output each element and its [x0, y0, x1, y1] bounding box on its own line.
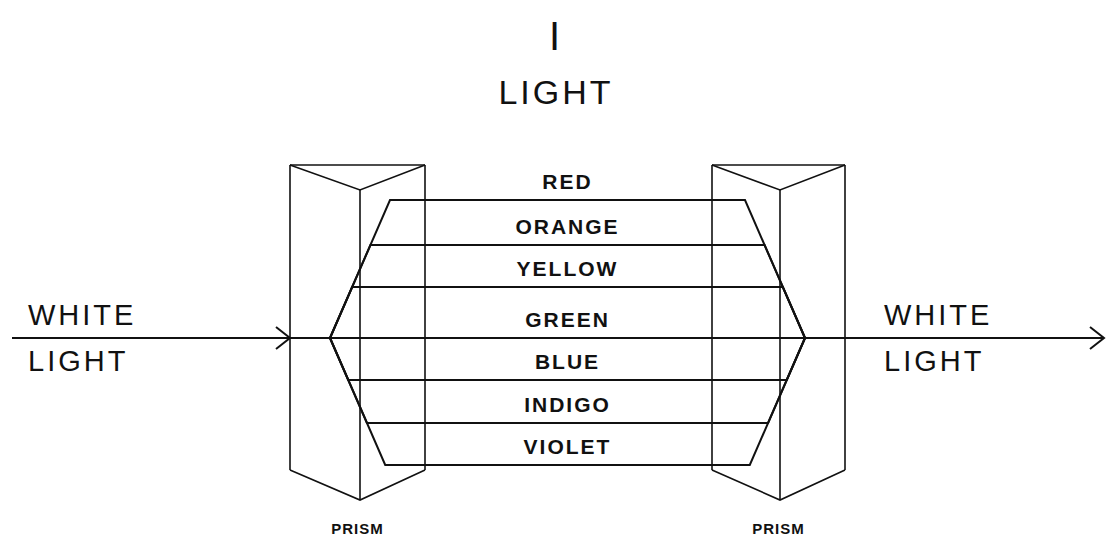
prism-edge: [779, 190, 781, 500]
colour-label: ORANGE: [511, 215, 623, 239]
light-ray: [330, 245, 805, 338]
light-ray: [330, 338, 805, 465]
light-ray: [330, 337, 805, 339]
prism-edge: [289, 165, 291, 470]
prism-edge: [424, 165, 426, 470]
outgoing-white-ray: [805, 337, 1104, 339]
light-ray: [330, 287, 805, 338]
colour-label: YELLOW: [513, 257, 623, 281]
prism-edge: [359, 190, 361, 500]
prism: PRISM: [712, 165, 845, 500]
light-ray: [330, 338, 805, 380]
colour-label: GREEN: [521, 308, 614, 332]
white-light-label: WHITE LIGHT: [28, 292, 136, 384]
colour-label: BLUE: [531, 350, 604, 374]
prism-edge: [712, 470, 845, 500]
prism-edge: [844, 165, 846, 470]
prism-edge: [712, 165, 845, 190]
prism-edge: [290, 470, 425, 500]
light-ray: [330, 200, 805, 338]
prism-label: PRISM: [752, 520, 805, 537]
prism-edge: [711, 165, 713, 470]
prism-edge: [290, 165, 425, 190]
prism-label: PRISM: [331, 520, 384, 537]
colour-label: VIOLET: [520, 435, 616, 459]
colour-label: RED: [538, 170, 596, 194]
incoming-white-ray: [12, 337, 330, 339]
light-ray: [330, 338, 805, 423]
outgoing-arrowhead: [1090, 327, 1104, 349]
prism-edge: [712, 164, 845, 166]
diagram-title: LIGHT: [498, 72, 613, 112]
prism-outline: [712, 165, 845, 500]
prism-edge: [290, 164, 425, 166]
white-light-label: WHITE LIGHT: [884, 292, 992, 384]
prism: PRISM: [290, 165, 425, 500]
figure-number: I: [549, 14, 563, 58]
prism-outline: [290, 165, 425, 500]
incoming-arrowhead: [276, 327, 290, 349]
colour-label: INDIGO: [520, 393, 615, 417]
